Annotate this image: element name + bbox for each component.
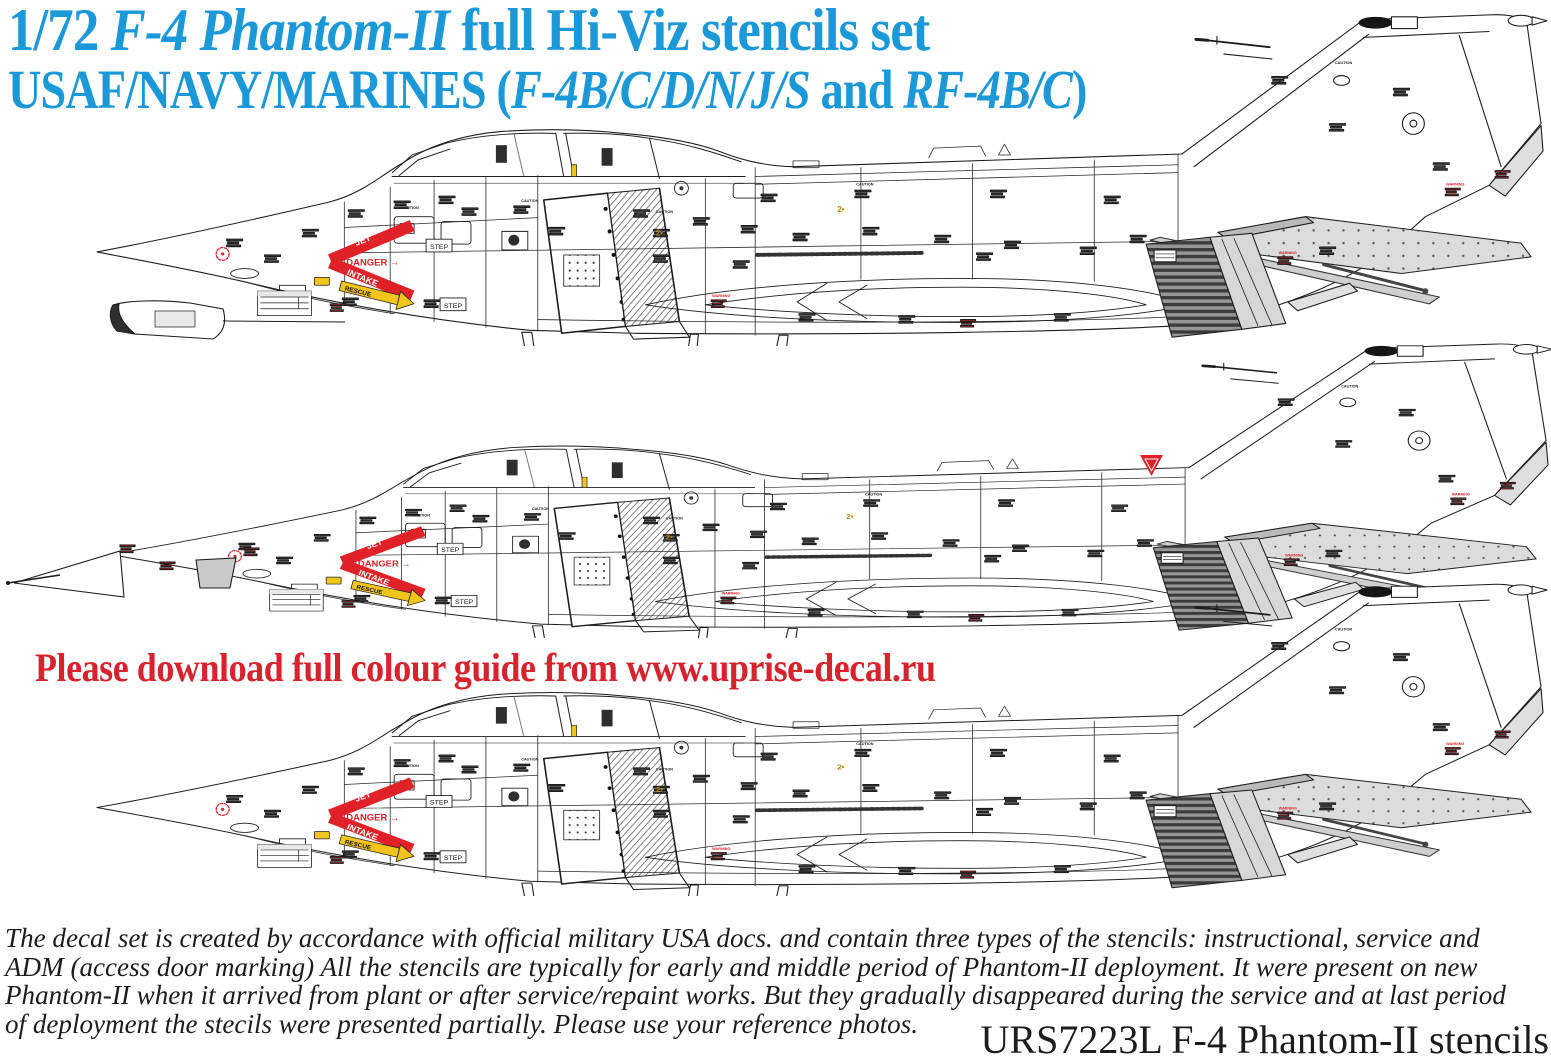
title-suffix: full Hi-Viz stencils set — [448, 0, 930, 63]
description-line: Phantom-II when it arrived from plant or… — [5, 979, 1506, 1010]
red-triangle-marking — [1140, 455, 1163, 476]
subtitle-services: USAF/NAVY/MARINES ( — [8, 59, 512, 120]
page-subtitle: USAF/NAVY/MARINES (F-4B/C/D/N/J/S and RF… — [8, 58, 1087, 121]
description-line: ADM (access door marking) All the stenci… — [5, 950, 1478, 982]
chin-pod — [109, 300, 346, 340]
camera-window — [195, 557, 237, 589]
subtitle-close-paren: ) — [1071, 59, 1087, 120]
product-code: URS7223L F-4 Phantom-II stencils — [980, 1017, 1550, 1062]
subtitle-and: and — [809, 59, 904, 120]
aircraft-profile-middle — [5, 344, 1551, 649]
colour-guide-notice: Please download full colour guide from w… — [35, 645, 936, 690]
rf4-nose-overlay — [5, 544, 260, 598]
description-line: The decal set is created by accordance w… — [5, 922, 1480, 953]
subtitle-variants-1: F-4B/C/D/N/J/S — [510, 59, 811, 120]
subtitle-variants-2: RF-4B/C — [903, 59, 1073, 120]
aircraft-profile-bottom — [97, 584, 1547, 908]
aircraft-profile-top — [97, 15, 1547, 359]
description-paragraph: The decal set is created by accordance w… — [5, 922, 1528, 1039]
page-title: 1/72 F-4 Phantom-II full Hi-Viz stencils… — [8, 0, 930, 65]
description-line: of deployment the stecils were presented… — [5, 1007, 918, 1039]
title-aircraft-name: F-4 Phantom-II — [110, 0, 450, 63]
title-scale: 1/72 — [8, 0, 111, 63]
